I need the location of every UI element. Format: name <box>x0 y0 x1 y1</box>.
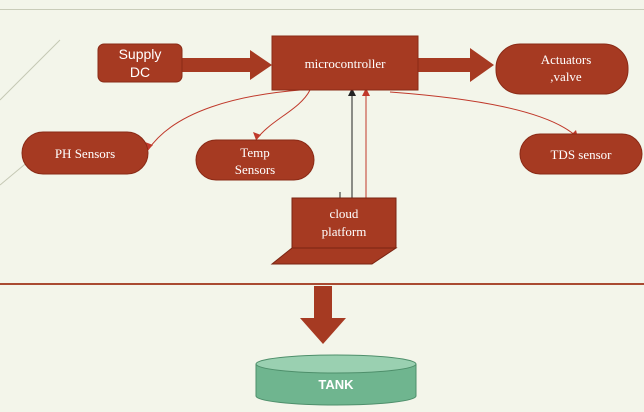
temp-sensors-node: Temp Sensors <box>195 139 315 181</box>
connector-ph <box>147 89 301 151</box>
section-divider <box>0 283 644 285</box>
temp-sensors-label-line2: Sensors <box>235 162 275 177</box>
supply-label-line1: Supply <box>119 46 162 62</box>
connector-temp <box>255 89 311 141</box>
arrow-down-to-tank <box>300 286 346 344</box>
sensor-connectors <box>147 89 579 151</box>
actuators-label-line2: ,valve <box>550 69 582 84</box>
thick-arrows <box>182 48 494 344</box>
cylinder-icon <box>255 354 417 406</box>
ph-sensors-node: PH Sensors <box>21 131 149 175</box>
microcontroller-node: microcontroller <box>271 35 419 91</box>
cloud-link <box>339 92 376 199</box>
arrow-mcu-to-actuators <box>418 48 494 82</box>
actuators-label-line1: Actuators <box>541 52 592 67</box>
ph-sensors-label: PH Sensors <box>55 146 115 161</box>
supply-label-line2: DC <box>130 64 150 80</box>
microcontroller-label: microcontroller <box>305 56 387 71</box>
tank-node: TANK <box>255 354 417 406</box>
connector-tds <box>389 91 579 139</box>
temp-sensors-label-line1: Temp <box>240 145 269 160</box>
top-divider <box>0 9 644 10</box>
supply-dc-node: Supply DC <box>97 43 183 83</box>
actuators-node: Actuators ,valve <box>495 43 629 95</box>
cloud-link-arrowheads <box>348 88 370 96</box>
tds-sensor-label: TDS sensor <box>550 147 612 162</box>
cloud-label-line2: platform <box>322 224 367 239</box>
laptop-icon <box>270 197 398 265</box>
tank-label: TANK <box>318 377 354 392</box>
tds-sensor-node: TDS sensor <box>519 133 643 175</box>
cloud-platform-node: cloud platform <box>270 197 398 265</box>
cloud-label-line1: cloud <box>330 206 359 221</box>
arrow-supply-to-mcu <box>182 50 272 80</box>
